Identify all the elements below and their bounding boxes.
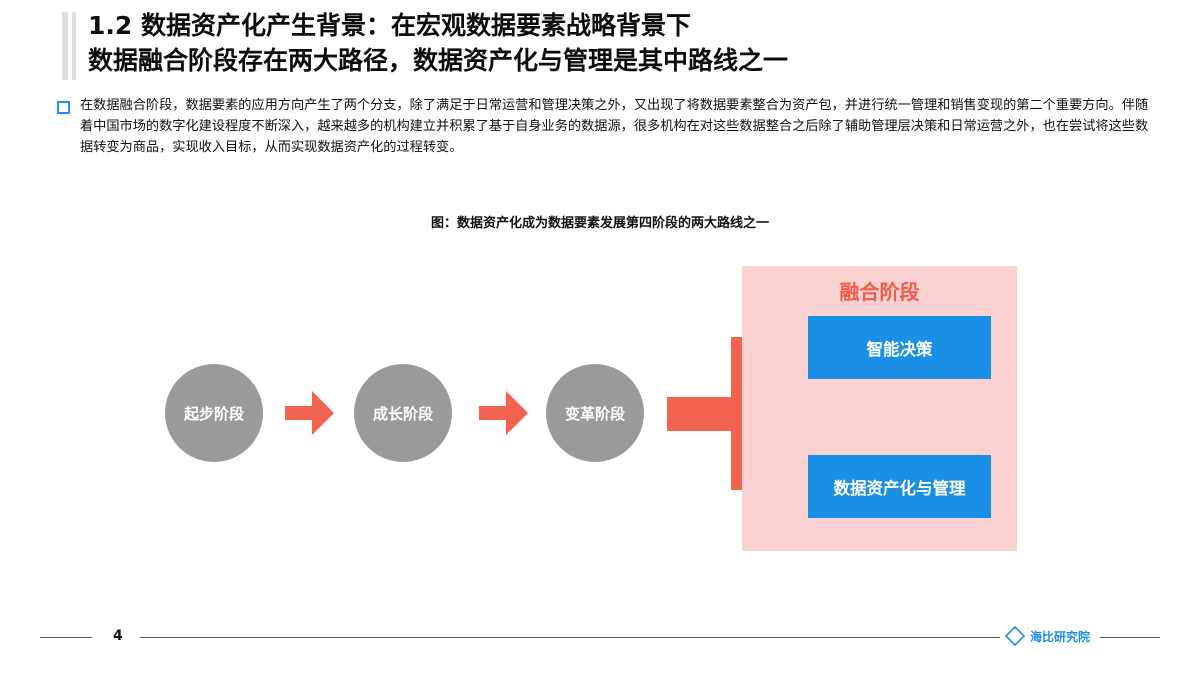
title-accent-bar [62, 12, 76, 80]
path-label: 智能决策 [866, 339, 933, 359]
stage-circle-start: 起步阶段 [165, 364, 263, 462]
intro-paragraph: 在数据融合阶段，数据要素的应用方向产生了两个分支，除了满足于日常运营和管理决策之… [80, 98, 1149, 155]
fusion-stage-title: 融合阶段 [839, 280, 920, 304]
square-bullet-icon [57, 101, 70, 114]
stage-label: 起步阶段 [183, 404, 244, 423]
brand-logo: 海比研究院 [1004, 625, 1091, 647]
stage-label: 变革阶段 [564, 404, 625, 423]
logo-text: 海比研究院 [1030, 629, 1091, 644]
path-label: 数据资产化与管理 [833, 478, 966, 498]
fork-arrow-to-paths [667, 322, 806, 505]
title-line-2: 数据融合阶段存在两大路径，数据资产化与管理是其中路线之一 [88, 46, 789, 75]
fusion-stage-box: 融合阶段 智能决策 数据资产化与管理 [742, 266, 1017, 551]
page-title: 1.2 数据资产化产生背景：在宏观数据要素战略背景下 数据融合阶段存在两大路径，… [88, 8, 788, 78]
footer-divider-left [40, 637, 92, 638]
path-box-data-assetization: 数据资产化与管理 [808, 455, 991, 518]
figure-caption: 图：数据资产化成为数据要素发展第四阶段的两大路线之一 [430, 216, 769, 231]
stage-label: 成长阶段 [372, 404, 433, 423]
footer-divider-right [140, 637, 1000, 638]
path-box-smart-decision: 智能决策 [808, 316, 991, 379]
footer-divider-end [1100, 637, 1160, 638]
stage-circle-transform: 变革阶段 [546, 364, 644, 462]
page-number: 4 [113, 628, 123, 644]
arrow-stage2-to-stage3 [479, 391, 528, 435]
stage-circle-growth: 成长阶段 [354, 364, 452, 462]
cube-logo-icon [1004, 625, 1026, 647]
title-line-1: 1.2 数据资产化产生背景：在宏观数据要素战略背景下 [88, 11, 691, 40]
arrow-stage1-to-stage2 [285, 391, 334, 435]
